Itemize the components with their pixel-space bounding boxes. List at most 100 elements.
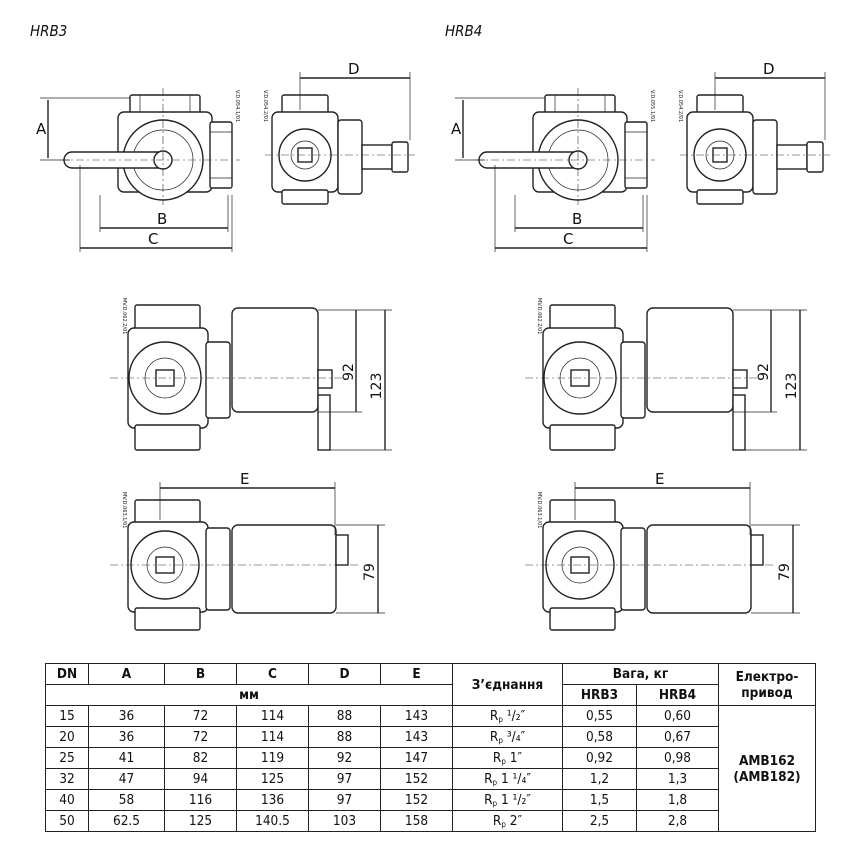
dim-92-label: 92 bbox=[756, 363, 772, 381]
side-view: D bbox=[265, 60, 415, 205]
drawing-code: MV.D.063.1/01 bbox=[121, 492, 127, 528]
cell-a: 36 bbox=[88, 726, 165, 748]
cell-dn: 40 bbox=[45, 789, 89, 811]
cell-weight-hrb3: 0,58 bbox=[562, 726, 637, 748]
cell-d: 88 bbox=[308, 705, 381, 727]
cell-b: 72 bbox=[164, 726, 237, 748]
thread: ¹/₂″ bbox=[502, 708, 526, 724]
valve-drawing: A B C D V.D.054.1/01 V.D.054.2/01 bbox=[36, 60, 415, 631]
cell-weight-hrb4: 0,98 bbox=[636, 747, 719, 769]
cell-weight-hrb3: 0,55 bbox=[562, 705, 637, 727]
cell-b: 94 bbox=[164, 768, 237, 790]
side-view: D bbox=[680, 60, 830, 205]
cell-dn: 50 bbox=[45, 810, 89, 832]
cell-weight-hrb4: 1,8 bbox=[636, 789, 719, 811]
cell-d: 103 bbox=[308, 810, 381, 832]
cell-c: 114 bbox=[236, 726, 309, 748]
cell-e: 147 bbox=[380, 747, 453, 769]
dim-e-label: E bbox=[655, 470, 664, 488]
view-title-hrb4: HRB4 bbox=[445, 22, 483, 40]
thread: 1 ¹/₂″ bbox=[497, 792, 531, 808]
header-hrb4: HRB4 bbox=[636, 684, 719, 706]
rp: R bbox=[484, 771, 493, 787]
actuator-side-view: 92 123 bbox=[525, 304, 807, 451]
header-c: C bbox=[236, 663, 309, 685]
cell-connection: Rp ¹/₂″ bbox=[452, 705, 563, 727]
header-b: B bbox=[164, 663, 237, 685]
front-view: A B C bbox=[36, 88, 240, 252]
cell-connection: Rp ³/₄″ bbox=[452, 726, 563, 748]
view-title-hrb3: HRB3 bbox=[30, 22, 68, 40]
cell-b: 125 bbox=[164, 810, 237, 832]
cell-d: 88 bbox=[308, 726, 381, 748]
cell-dn: 15 bbox=[45, 705, 89, 727]
rp-sub: p bbox=[492, 778, 498, 787]
dim-b-label: B bbox=[572, 210, 582, 228]
dim-79-label: 79 bbox=[777, 563, 793, 581]
cell-d: 92 bbox=[308, 747, 381, 769]
header-a: A bbox=[88, 663, 165, 685]
actuator-front-view: E 79 bbox=[525, 470, 800, 631]
dim-b-label: B bbox=[157, 210, 167, 228]
dim-c-label: C bbox=[148, 230, 158, 248]
cell-a: 58 bbox=[88, 789, 165, 811]
cell-e: 152 bbox=[380, 768, 453, 790]
cell-weight-hrb3: 2,5 bbox=[562, 810, 637, 832]
cell-b: 72 bbox=[164, 705, 237, 727]
cell-c: 140.5 bbox=[236, 810, 309, 832]
drawing-code: V.D.054.1/01 bbox=[234, 90, 240, 122]
cell-d: 97 bbox=[308, 789, 381, 811]
cell-weight-hrb4: 2,8 bbox=[636, 810, 719, 832]
cell-c: 119 bbox=[236, 747, 309, 769]
cell-connection: Rp 1 ¹/₂″ bbox=[452, 789, 563, 811]
drawing-code: MV.D.063.1/01 bbox=[536, 492, 542, 528]
rp-sub: p bbox=[501, 820, 506, 829]
header-hrb3: HRB3 bbox=[562, 684, 637, 706]
cell-e: 158 bbox=[380, 810, 453, 832]
header-connection: З’єднання bbox=[452, 663, 563, 706]
header-e: E bbox=[380, 663, 453, 685]
header-weight: Вага, кг bbox=[562, 663, 719, 685]
rp: R bbox=[484, 792, 493, 808]
rp-sub: p bbox=[492, 799, 498, 808]
header-actuator: Електро-привод bbox=[718, 663, 816, 706]
rp-sub: p bbox=[498, 715, 503, 724]
cell-a: 47 bbox=[88, 768, 165, 790]
cell-d: 97 bbox=[308, 768, 381, 790]
cell-connection: Rp 2″ bbox=[452, 810, 563, 832]
drawing-code: V.D.055.1/01 bbox=[649, 90, 655, 122]
header-dn: DN bbox=[45, 663, 89, 685]
rp-sub: p bbox=[498, 736, 503, 745]
cell-dn: 25 bbox=[45, 747, 89, 769]
cell-e: 152 bbox=[380, 789, 453, 811]
rp: R bbox=[492, 813, 502, 829]
cell-b: 82 bbox=[164, 747, 237, 769]
cell-a: 36 bbox=[88, 705, 165, 727]
dimensions-table: DN A B C D E З’єднання Вага, кг Електро-… bbox=[45, 663, 816, 832]
dim-a-label: A bbox=[36, 120, 47, 138]
rp: R bbox=[492, 750, 502, 766]
dim-d-label: D bbox=[348, 60, 360, 78]
dim-c-label: C bbox=[563, 230, 573, 248]
cell-dn: 32 bbox=[45, 768, 89, 790]
dim-e-label: E bbox=[240, 470, 249, 488]
dim-123-label: 123 bbox=[784, 373, 800, 400]
valve-drawing: A B C D V.D.055.1/01 V.D.054.2/01 bbox=[451, 60, 830, 631]
cell-weight-hrb3: 0,92 bbox=[562, 747, 637, 769]
cell-e: 143 bbox=[380, 726, 453, 748]
cell-c: 125 bbox=[236, 768, 309, 790]
cell-c: 136 bbox=[236, 789, 309, 811]
cell-a: 62.5 bbox=[88, 810, 165, 832]
actuator-front-view: E 79 bbox=[110, 470, 385, 631]
cell-c: 114 bbox=[236, 705, 309, 727]
header-d: D bbox=[308, 663, 381, 685]
dim-a-label: A bbox=[451, 120, 462, 138]
rp: R bbox=[489, 729, 499, 745]
cell-connection: Rp 1 ¹/₄″ bbox=[452, 768, 563, 790]
front-view: A B C bbox=[451, 88, 655, 252]
